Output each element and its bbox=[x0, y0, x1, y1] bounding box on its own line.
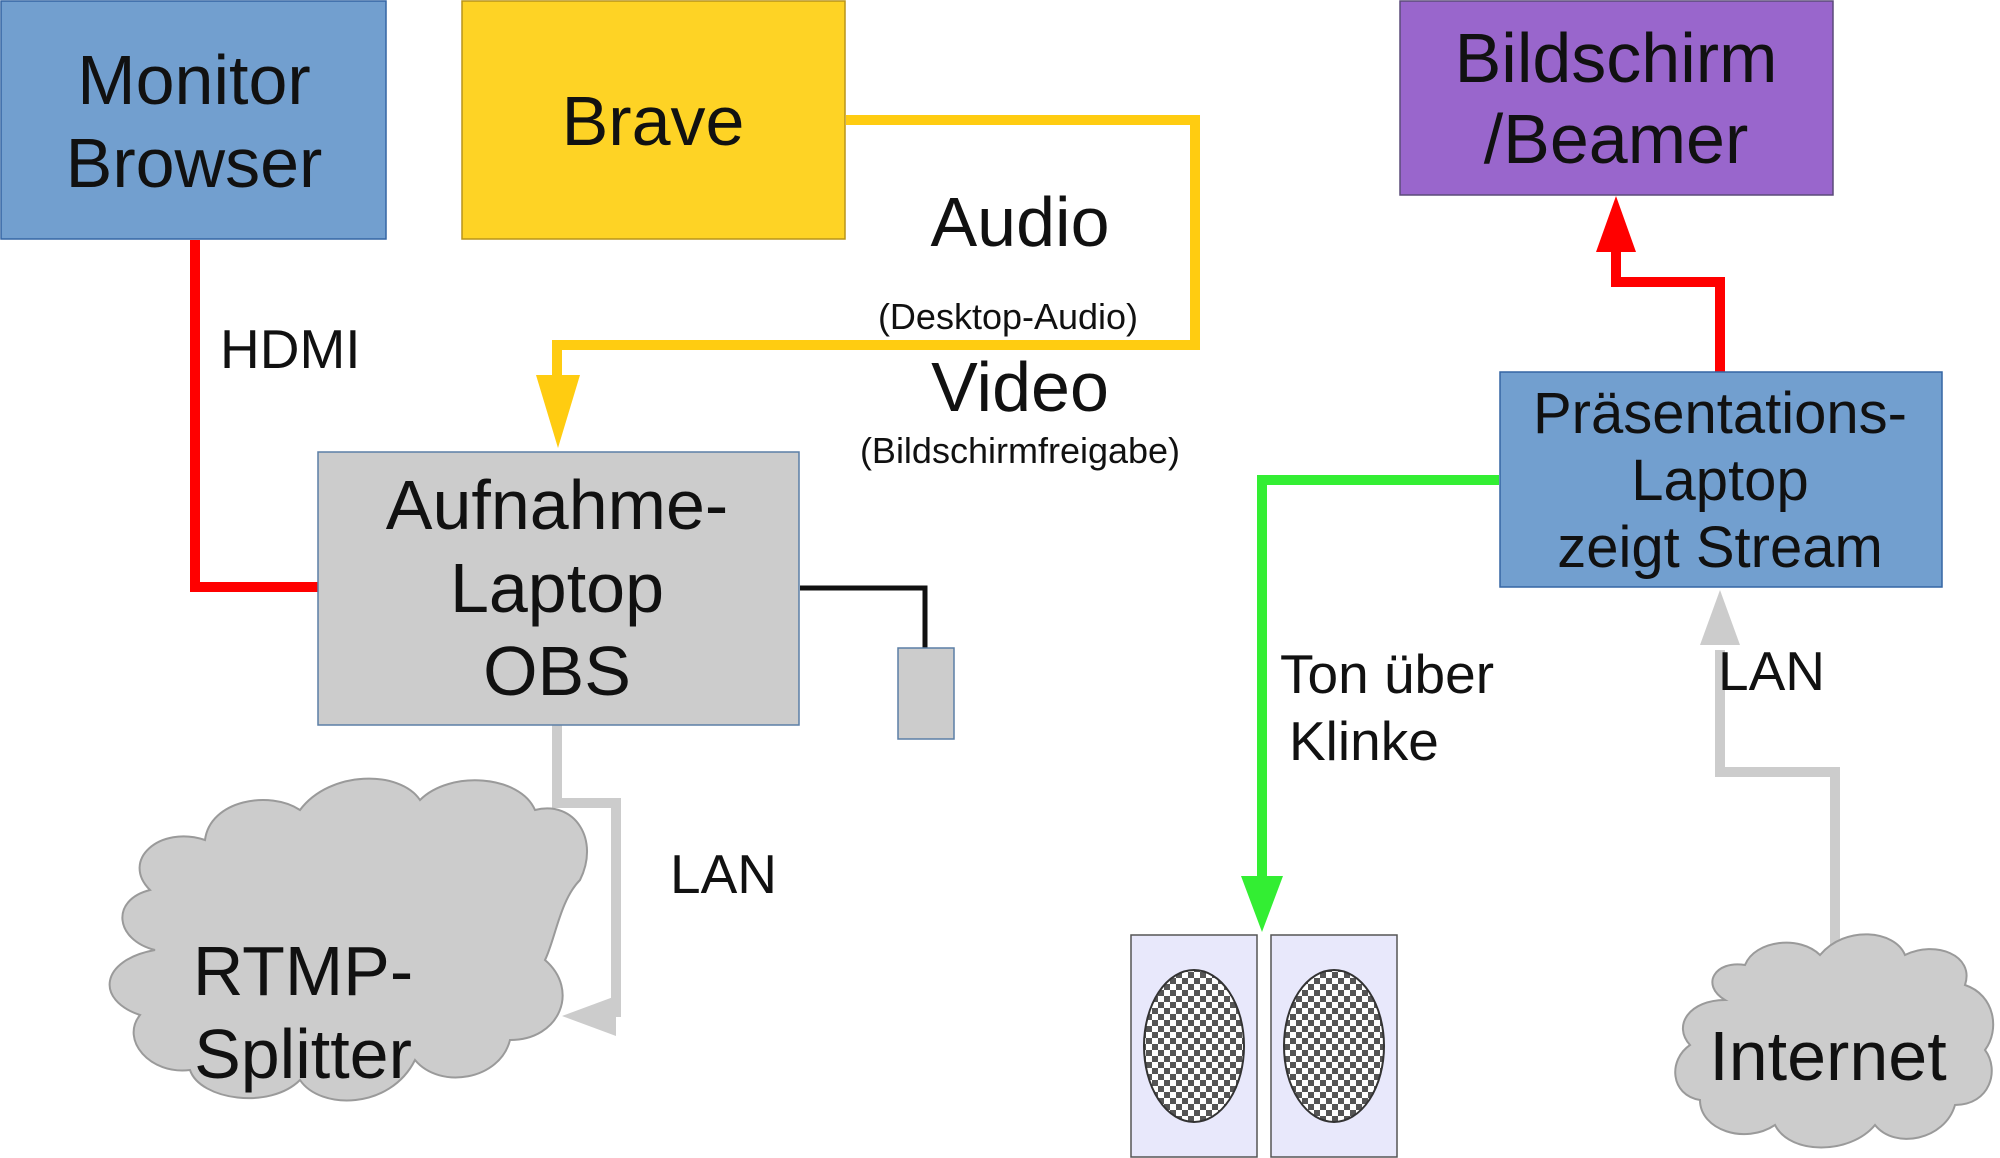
ton-klinke-line2: Klinke bbox=[1289, 710, 1439, 772]
ton-klinke-line1: Ton über bbox=[1280, 643, 1494, 705]
lan-obs-arrowhead bbox=[562, 996, 616, 1036]
hdmi-beamer-cable bbox=[1611, 245, 1725, 372]
cloud-icon bbox=[1674, 933, 1995, 1149]
audio-sublabel: (Desktop-Audio) bbox=[878, 296, 1138, 337]
lan-internet-label: LAN bbox=[1718, 640, 1825, 702]
rtmp-splitter-node: RTMP- Splitter bbox=[108, 777, 589, 1102]
hdmi-beamer-arrowhead bbox=[1596, 196, 1636, 252]
audio-video-cable bbox=[552, 115, 1200, 380]
microphone-cable bbox=[800, 585, 928, 648]
internet-label: Internet bbox=[1709, 1017, 1946, 1095]
aufnahme-laptop-line1: Aufnahme- bbox=[386, 466, 728, 544]
rtmp-splitter-line2: Splitter bbox=[194, 1015, 412, 1093]
video-sublabel: (Bildschirmfreigabe) bbox=[860, 430, 1180, 471]
hdmi-cable bbox=[190, 240, 318, 592]
aufnahme-laptop-line2: Laptop bbox=[450, 549, 664, 627]
audio-jack-cable bbox=[1257, 475, 1499, 890]
bildschirm-beamer-line2: /Beamer bbox=[1484, 100, 1749, 178]
monitor-browser-node: Monitor Browser bbox=[0, 0, 387, 240]
bildschirm-beamer-line1: Bildschirm bbox=[1455, 19, 1778, 97]
praesentations-laptop-line2: Laptop bbox=[1631, 448, 1808, 513]
lan-cable-obs bbox=[552, 725, 621, 1017]
bildschirm-beamer-node: Bildschirm /Beamer bbox=[1399, 0, 1834, 196]
praesentations-laptop-node: Präsentations- Laptop zeigt Stream bbox=[1499, 371, 1943, 588]
video-label: Video bbox=[931, 348, 1109, 426]
hdmi-label: HDMI bbox=[220, 318, 361, 380]
internet-node: Internet bbox=[1674, 933, 1995, 1149]
audio-label: Audio bbox=[930, 183, 1109, 261]
audio-jack-arrowhead bbox=[1241, 876, 1283, 932]
brave-node: Brave bbox=[461, 0, 846, 240]
audio-video-arrowhead bbox=[536, 375, 580, 448]
speaker-left-icon bbox=[1130, 934, 1258, 1158]
microphone-icon bbox=[897, 647, 955, 740]
lan-internet-arrowhead bbox=[1700, 590, 1740, 645]
aufnahme-laptop-node: Aufnahme- Laptop OBS bbox=[317, 451, 800, 726]
cloud-icon bbox=[108, 777, 589, 1102]
monitor-browser-line1: Monitor bbox=[77, 41, 310, 119]
praesentations-laptop-line1: Präsentations- bbox=[1533, 381, 1907, 446]
lan-obs-label: LAN bbox=[670, 843, 777, 905]
rtmp-splitter-line1: RTMP- bbox=[193, 932, 413, 1010]
brave-label: Brave bbox=[562, 82, 745, 160]
lan-cable-internet bbox=[1715, 650, 1840, 957]
monitor-browser-line2: Browser bbox=[66, 124, 323, 202]
aufnahme-laptop-line3: OBS bbox=[483, 632, 631, 710]
praesentations-laptop-line3: zeigt Stream bbox=[1557, 515, 1883, 580]
speaker-right-icon bbox=[1270, 934, 1398, 1158]
